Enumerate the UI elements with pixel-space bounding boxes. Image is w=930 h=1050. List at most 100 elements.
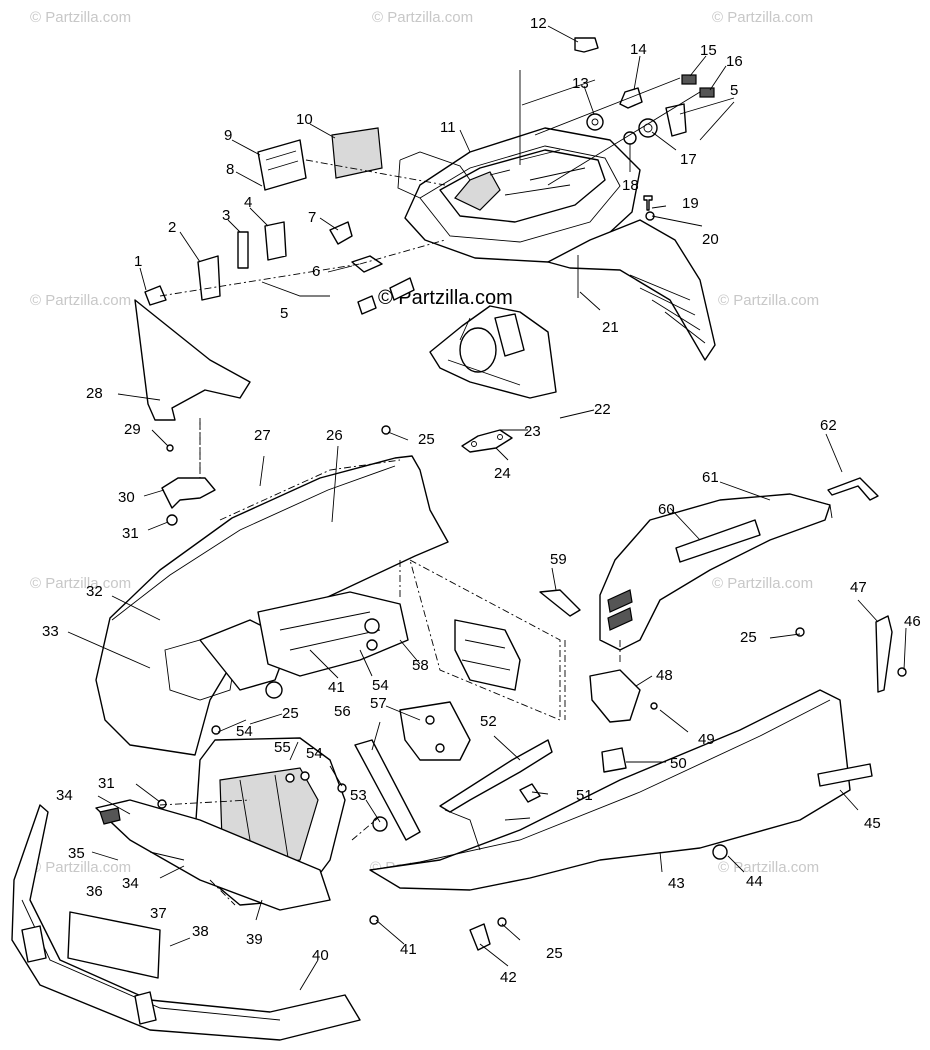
callout-60: 60 bbox=[658, 501, 675, 518]
hood-hardware bbox=[519, 37, 715, 298]
callout-44: 44 bbox=[746, 873, 763, 890]
callout-19: 19 bbox=[682, 195, 699, 212]
callout-59: 59 bbox=[550, 551, 567, 568]
callout-40: 40 bbox=[312, 947, 329, 964]
belly-pan-part-43 bbox=[369, 689, 873, 891]
callout-36: 36 bbox=[86, 883, 103, 900]
callout-28: 28 bbox=[86, 385, 103, 402]
watermark-mr: © Partzilla.com bbox=[718, 292, 819, 309]
callout-12: 12 bbox=[530, 15, 547, 32]
callout-41b: 41 bbox=[400, 941, 417, 958]
callout-25a: 25 bbox=[418, 431, 435, 448]
callout-34a: 34 bbox=[56, 787, 73, 804]
headlight-housing-part-23 bbox=[429, 305, 557, 399]
callout-33: 33 bbox=[42, 623, 59, 640]
callout-37: 37 bbox=[150, 905, 167, 922]
callout-55: 55 bbox=[274, 739, 291, 756]
callout-56: 56 bbox=[334, 703, 351, 720]
callout-35: 35 bbox=[68, 845, 85, 862]
battery-bracket-part-58 bbox=[364, 559, 561, 721]
callout-22: 22 bbox=[594, 401, 611, 418]
callout-32: 32 bbox=[86, 583, 103, 600]
leader-lines bbox=[67, 25, 907, 991]
callout-30: 30 bbox=[118, 489, 135, 506]
callout-25d: 25 bbox=[740, 629, 757, 646]
callout-42: 42 bbox=[500, 969, 517, 986]
callout-5b: 5 bbox=[730, 82, 738, 99]
callout-45: 45 bbox=[864, 815, 881, 832]
callout-17: 17 bbox=[680, 151, 697, 168]
windshield-hardware bbox=[144, 127, 446, 315]
watermark-tr: © Partzilla.com bbox=[712, 9, 813, 26]
callout-16: 16 bbox=[726, 53, 743, 70]
callout-31a: 31 bbox=[122, 525, 139, 542]
watermark-center: © Partzilla.com bbox=[378, 287, 513, 309]
callout-54b: 54 bbox=[372, 677, 389, 694]
callout-15: 15 bbox=[700, 42, 717, 59]
callout-51: 51 bbox=[576, 787, 593, 804]
callout-1: 1 bbox=[134, 253, 142, 270]
callout-34b: 34 bbox=[122, 875, 139, 892]
callout-54c: 54 bbox=[236, 723, 253, 740]
callout-54a: 54 bbox=[306, 745, 323, 762]
callout-49: 49 bbox=[698, 731, 715, 748]
callout-18: 18 bbox=[622, 177, 639, 194]
callout-24: 24 bbox=[494, 465, 511, 482]
watermark-l2: © Partzilla.com bbox=[30, 575, 131, 592]
callout-50: 50 bbox=[670, 755, 687, 772]
side-bracket-parts bbox=[589, 615, 907, 773]
watermark-tc: © Partzilla.com bbox=[372, 9, 473, 26]
fasteners bbox=[157, 425, 507, 951]
callout-31b: 31 bbox=[98, 775, 115, 792]
callout-39: 39 bbox=[246, 931, 263, 948]
callout-13: 13 bbox=[572, 75, 589, 92]
callout-23: 23 bbox=[524, 423, 541, 440]
callout-29: 29 bbox=[124, 421, 141, 438]
nose-pan-part-32 bbox=[95, 455, 449, 756]
watermark-bl: © Partzilla.com bbox=[30, 859, 131, 876]
callout-53: 53 bbox=[350, 787, 367, 804]
watermark-ml: © Partzilla.com bbox=[30, 292, 131, 309]
callout-27: 27 bbox=[254, 427, 271, 444]
callout-47: 47 bbox=[850, 579, 867, 596]
callout-62: 62 bbox=[820, 417, 837, 434]
callout-25b: 25 bbox=[282, 705, 299, 722]
callout-43: 43 bbox=[668, 875, 685, 892]
callout-3: 3 bbox=[222, 207, 230, 224]
bumper-part-40 bbox=[11, 804, 361, 1041]
callout-11: 11 bbox=[440, 119, 456, 136]
callout-4: 4 bbox=[244, 194, 252, 211]
callout-26: 26 bbox=[326, 427, 343, 444]
callout-7: 7 bbox=[308, 209, 316, 226]
bracket-part-24 bbox=[461, 429, 513, 453]
watermark-r2: © Partzilla.com bbox=[712, 575, 813, 592]
callout-58: 58 bbox=[412, 657, 429, 674]
callout-5a: 5 bbox=[280, 305, 288, 322]
callout-25c: 25 bbox=[546, 945, 563, 962]
radiator-brace-parts bbox=[354, 701, 553, 841]
bumper-bracket-part-34 bbox=[95, 799, 331, 911]
callout-labels: 1 2 3 4 5 6 7 8 9 10 11 12 13 14 15 16 5… bbox=[42, 15, 921, 986]
callout-14: 14 bbox=[630, 41, 647, 58]
callout-21: 21 bbox=[602, 319, 619, 336]
callout-46: 46 bbox=[904, 613, 921, 630]
panel-part-28 bbox=[134, 299, 251, 421]
console-part-61 bbox=[599, 493, 833, 651]
callout-6: 6 bbox=[312, 263, 320, 280]
callout-52: 52 bbox=[480, 713, 497, 730]
hood-part-11 bbox=[397, 127, 716, 361]
bracket-part-59 bbox=[539, 589, 581, 617]
callout-38: 38 bbox=[192, 923, 209, 940]
callout-57: 57 bbox=[370, 695, 387, 712]
callout-48: 48 bbox=[656, 667, 673, 684]
assembly-lines bbox=[159, 418, 621, 906]
callout-61: 61 bbox=[702, 469, 719, 486]
callout-41a: 41 bbox=[328, 679, 345, 696]
callout-2: 2 bbox=[168, 219, 176, 236]
callout-10: 10 bbox=[296, 111, 313, 128]
watermark-tl: © Partzilla.com bbox=[30, 9, 131, 26]
clip-part-62 bbox=[827, 477, 879, 501]
callout-20: 20 bbox=[702, 231, 719, 248]
